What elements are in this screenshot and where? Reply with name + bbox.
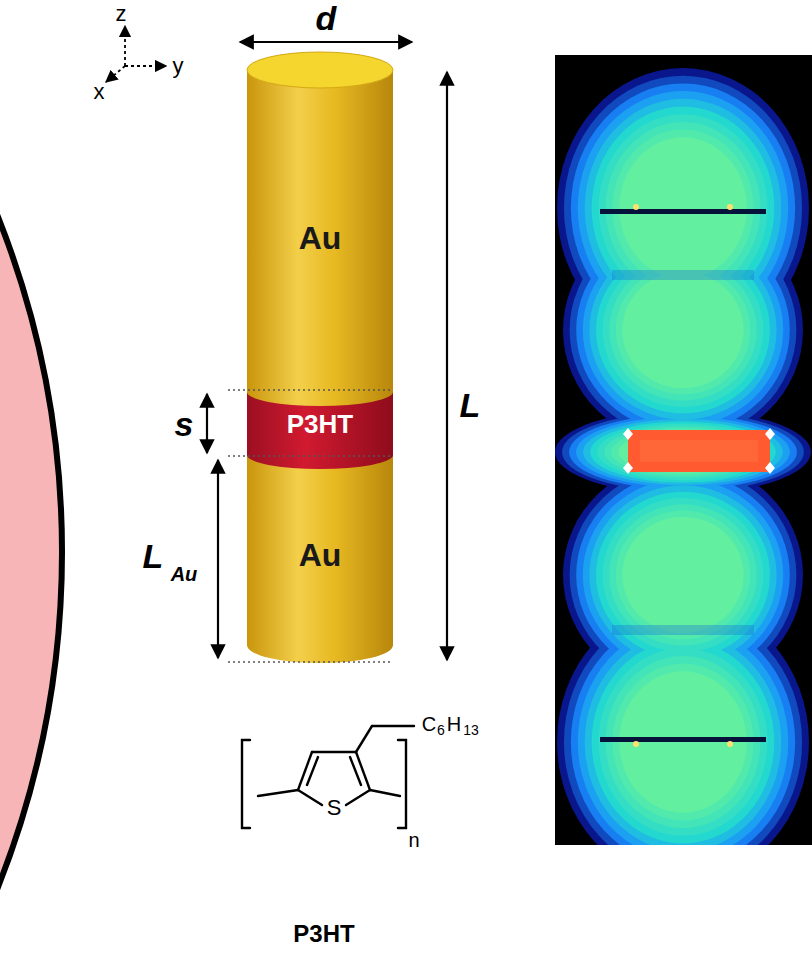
formula-subscript: 6 <box>437 723 445 737</box>
polymer-segment: P3HT <box>247 393 393 455</box>
polymer-name: P3HT <box>293 922 354 946</box>
gold-segment: Au <box>247 88 393 388</box>
segment-label: P3HT <box>287 411 353 437</box>
pink-circle <box>0 0 62 970</box>
segment-label: Au <box>299 222 342 254</box>
p3ht-structure <box>242 726 414 828</box>
guide-lines <box>228 390 390 662</box>
axis-label: z <box>116 3 127 25</box>
gap-dimension <box>206 394 208 453</box>
axis-label: y <box>173 55 184 77</box>
dimension-subscript: Au <box>171 564 198 584</box>
dimension-label: s <box>175 407 194 441</box>
dimension-label: d <box>316 1 337 35</box>
axis-label: x <box>94 81 105 103</box>
atom-label: S <box>327 797 342 819</box>
axes <box>106 26 166 82</box>
formula-subscript: 13 <box>463 723 479 737</box>
au-length-dimension <box>217 460 219 658</box>
chemical-formula: H <box>447 714 461 734</box>
dimension-label: L <box>460 388 481 422</box>
length-dimension <box>446 72 448 660</box>
chemical-formula: C <box>422 714 436 734</box>
width-dimension <box>240 41 412 43</box>
nanorod <box>247 52 393 663</box>
segment-label: Au <box>299 539 342 571</box>
field-map <box>555 68 811 845</box>
dimension-label: L <box>143 539 164 573</box>
gold-segment: Au <box>247 460 393 650</box>
repeat-index: n <box>408 830 419 850</box>
